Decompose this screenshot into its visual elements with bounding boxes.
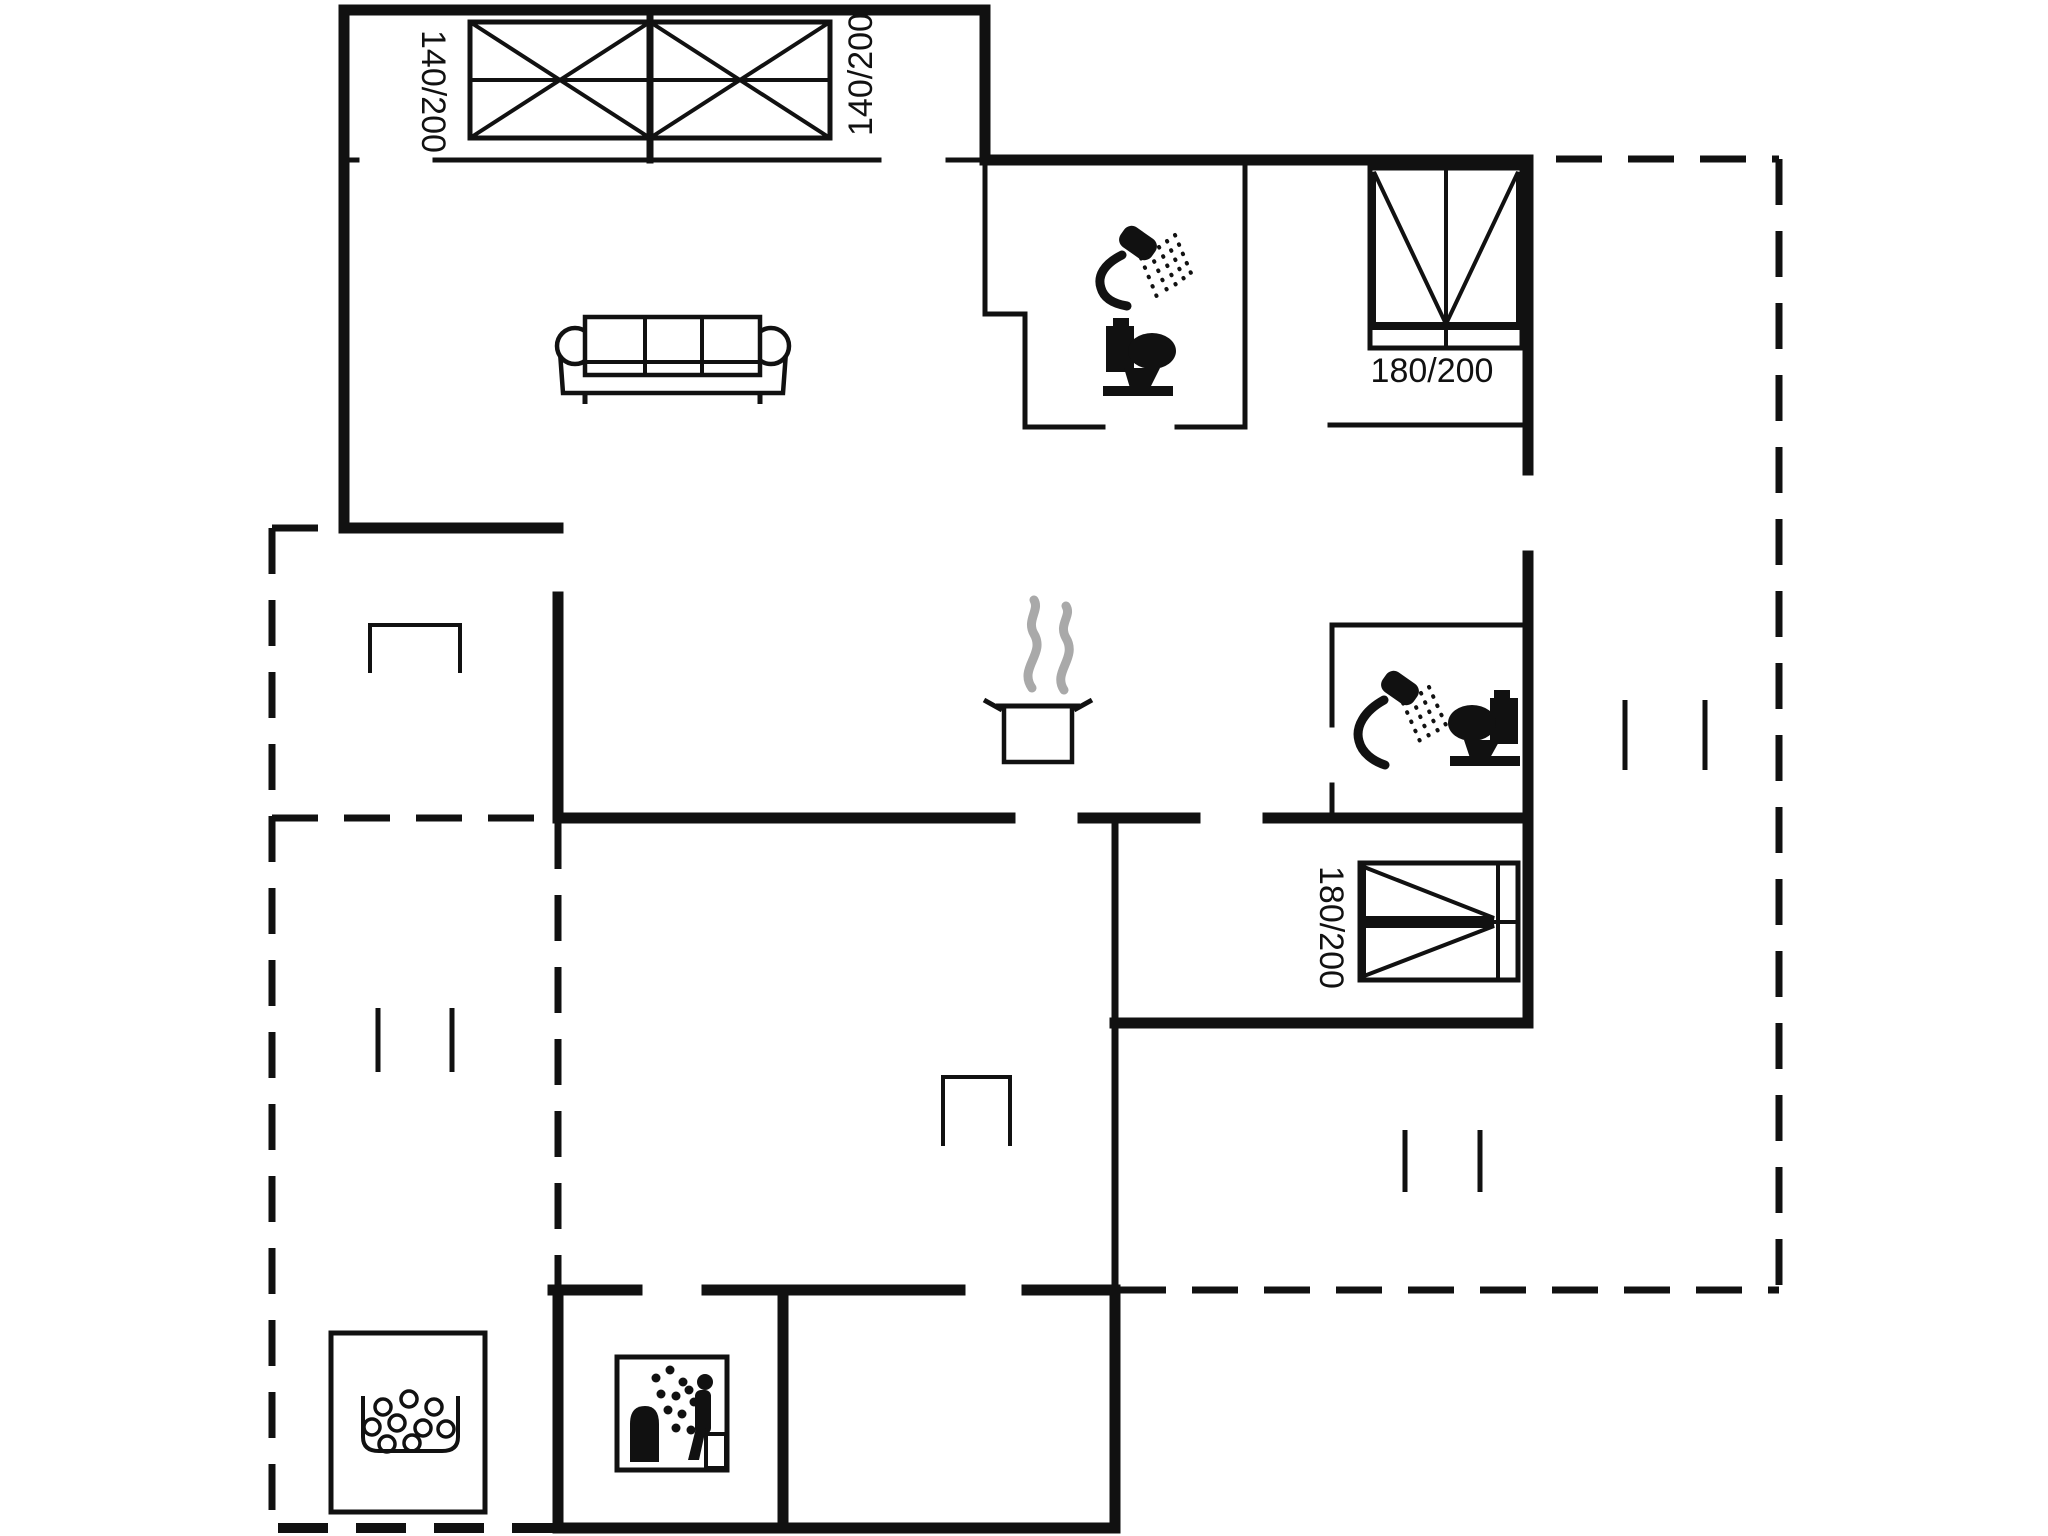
sauna-bench (704, 1432, 728, 1470)
bed-size-label-bottom-right: 180/200 (1312, 866, 1350, 989)
wardrobe-bed-triangle-icon (1367, 165, 1525, 351)
table-middle-terrace (941, 1075, 1012, 1146)
sauna-person-head (697, 1374, 713, 1390)
shower-head (1119, 225, 1157, 261)
shower-head (1381, 670, 1419, 706)
shower-icon (1353, 670, 1451, 770)
cooking-pot-icon (982, 595, 1094, 765)
shower-hose (1095, 250, 1132, 311)
whirlpool-bubbles-icon (328, 1330, 488, 1515)
pot-body (1001, 703, 1075, 765)
terrace-table-icon (368, 623, 462, 673)
bed-size-label-left: 140/200 (414, 30, 452, 153)
toilet-base (1450, 756, 1520, 766)
shower-icon (1095, 225, 1195, 311)
double-bed-crossed-icon (467, 19, 833, 141)
bed-size-label-top-right: 180/200 (1371, 352, 1494, 390)
toilet-base (1103, 386, 1173, 396)
shower-spray (1139, 233, 1195, 304)
toilet-pedestal (1464, 740, 1500, 758)
sauna-heater (630, 1406, 659, 1462)
toilet-icon (1103, 318, 1176, 396)
door-step-marker-icon (1402, 1130, 1483, 1192)
sauna-box (614, 1354, 730, 1473)
sofa-icon (554, 314, 792, 404)
bed-size-label-right: 140/200 (842, 13, 880, 136)
toilet-lid-tab (1113, 318, 1129, 326)
table-left-terrace (368, 623, 462, 673)
toilet-icon (1448, 690, 1520, 766)
toilet-bowl (1128, 333, 1176, 369)
sauna-steam-dots (651, 1365, 699, 1435)
sauna-person-legs (688, 1428, 706, 1460)
wardrobe-bed-triangle-icon (1357, 860, 1521, 983)
toilet-pedestal (1124, 368, 1160, 388)
shower-hose (1353, 695, 1390, 770)
interior-walls (341, 6, 1531, 821)
bathroom2-fixtures (1353, 670, 1520, 770)
shower-spray (1401, 685, 1451, 750)
steam-icon (1023, 595, 1074, 695)
bathroom1-fixtures (1095, 225, 1195, 396)
whirlpool-box (328, 1330, 488, 1515)
toilet-bowl (1448, 705, 1496, 741)
sofa-cushions (582, 314, 763, 378)
door-step-marker-icon (1622, 700, 1708, 770)
toilet-lid-tab (1494, 690, 1510, 698)
terrace-table-icon (941, 1075, 1012, 1146)
terrace-boundaries (268, 155, 1783, 1533)
outer-walls (338, 4, 1534, 1534)
sauna-person-icon (614, 1354, 730, 1473)
whirlpool-bubbles (362, 1389, 456, 1454)
door-step-marker-icon (375, 1008, 455, 1072)
sauna-person-body (695, 1390, 711, 1434)
